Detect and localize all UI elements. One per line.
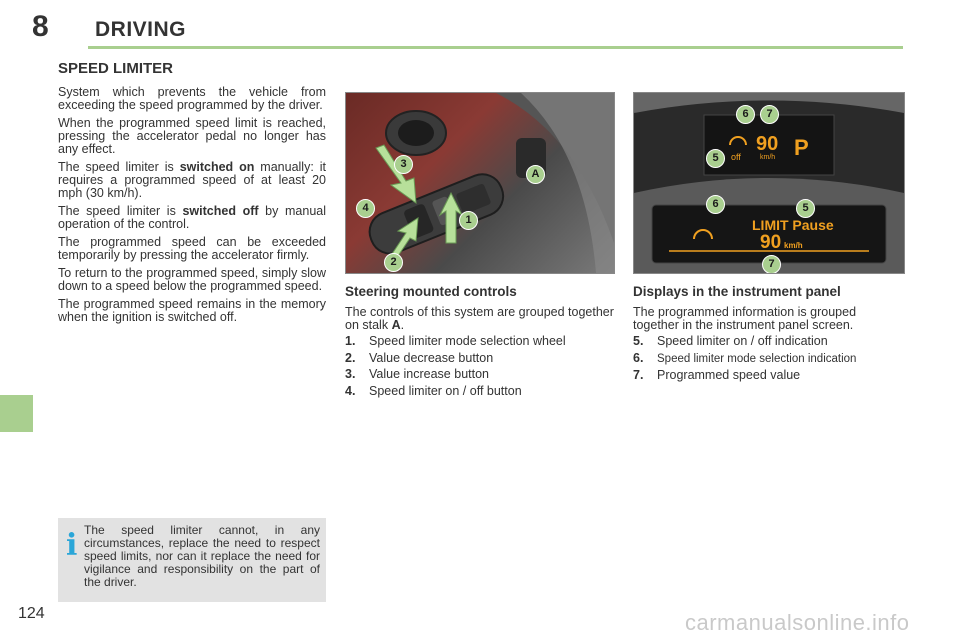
- callout-3: 3: [394, 155, 413, 174]
- item-text: Speed limiter mode selection indication: [657, 352, 857, 365]
- chapter-title: DRIVING: [95, 18, 187, 41]
- intro-p3-bold: switched on: [179, 160, 255, 174]
- chapter-side-tab: [0, 395, 33, 432]
- list-item: 1. Speed limiter mode selection wheel: [345, 333, 620, 350]
- intro-p3-pre: The speed limiter is: [58, 160, 180, 174]
- info-icon: i: [66, 528, 78, 563]
- intro-p1: System which prevents the vehicle from e…: [58, 85, 326, 112]
- steering-desc-post: .: [400, 318, 405, 332]
- item-number: 3.: [345, 367, 356, 381]
- item-number: 6.: [633, 350, 644, 365]
- item-number: 5.: [633, 334, 644, 348]
- callout-6-top: 6: [736, 105, 755, 124]
- watermark: carmanualsonline.info: [685, 610, 910, 635]
- intro-p2: When the programmed speed limit is reach…: [58, 116, 326, 156]
- bottom-display-unit: km/h: [784, 241, 803, 250]
- top-display-off: off: [731, 152, 741, 162]
- intro-p7: The programmed speed remains in the memo…: [58, 297, 326, 324]
- list-item: 3. Value increase button: [345, 366, 620, 383]
- steering-stalk-photo: 3 4 1 2 A: [345, 92, 615, 274]
- chapter-number: 8: [32, 10, 49, 43]
- steering-list: 1. Speed limiter mode selection wheel 2. V…: [345, 333, 620, 399]
- displays-title: Displays in the instrument panel: [633, 284, 841, 299]
- list-item: 7. Programmed speed value: [633, 367, 908, 384]
- page-number: 124: [18, 605, 45, 622]
- item-text: Value increase button: [369, 367, 489, 381]
- steering-desc-pre: The controls of this system are grouped …: [345, 305, 614, 332]
- info-text: The speed limiter cannot, in any circums…: [84, 523, 320, 589]
- section-title: SPEED LIMITER: [58, 60, 174, 77]
- top-display-speed: 90: [756, 133, 779, 155]
- list-item: 2. Value decrease button: [345, 350, 620, 367]
- steering-desc-bold: A: [391, 318, 401, 332]
- header-rule: [88, 46, 903, 49]
- item-number: 7.: [633, 368, 644, 382]
- callout-7-top: 7: [760, 105, 779, 124]
- list-item: 4. Speed limiter on / off button: [345, 383, 620, 400]
- item-text: Programmed speed value: [657, 368, 801, 382]
- intro-p4-post: by manual operation of the control.: [58, 204, 326, 231]
- intro-p3: The speed limiter is switched on manuall…: [58, 161, 326, 200]
- intro-p4-bold: switched off: [182, 204, 259, 218]
- item-text: Value decrease button: [369, 350, 494, 365]
- instrument-panel-photo: 90 km/h off P LIMIT Pause 90 km/h 6 7 5 …: [633, 92, 905, 274]
- item-number: 4.: [345, 383, 356, 398]
- intro-p4-pre: The speed limiter is: [58, 204, 183, 218]
- callout-5-top: 5: [706, 149, 725, 168]
- callout-a: A: [526, 165, 545, 184]
- intro-p6: To return to the programmed speed, simpl…: [58, 266, 326, 293]
- callout-5-bottom: 5: [796, 199, 815, 218]
- item-text: Speed limiter mode selection wheel: [369, 334, 566, 348]
- callout-6-bottom: 6: [706, 195, 725, 214]
- item-number: 1.: [345, 334, 356, 348]
- intro-text: System which prevents the vehicle from e…: [58, 86, 326, 329]
- steering-stalk-illustration: [368, 93, 614, 273]
- bottom-display-speed: 90: [760, 232, 782, 253]
- item-text: Speed limiter on / off indication: [657, 334, 828, 348]
- list-item: 5. Speed limiter on / off indication: [633, 333, 908, 350]
- callout-1: 1: [459, 211, 478, 230]
- bottom-display-status: LIMIT Pause: [752, 217, 834, 233]
- callout-2: 2: [384, 253, 403, 272]
- steering-title: Steering mounted controls: [345, 284, 517, 299]
- item-text: Speed limiter on / off button: [369, 383, 522, 398]
- steering-desc: The controls of this system are grouped …: [345, 306, 617, 332]
- displays-list: 5. Speed limiter on / off indication 6. Sp…: [633, 333, 908, 384]
- list-item: 6. Speed limiter mode selection indicatio…: [633, 350, 908, 368]
- intro-p4: The speed limiter is switched off by man…: [58, 205, 326, 231]
- callout-7-bottom: 7: [762, 255, 781, 273]
- displays-desc: The programmed information is grouped to…: [633, 305, 857, 332]
- callout-4: 4: [356, 199, 375, 218]
- intro-p3-post: manually: it requires a programmed speed…: [58, 160, 326, 200]
- intro-p5: The programmed speed can be exceeded tem…: [58, 235, 326, 262]
- top-display-gear: P: [794, 135, 809, 160]
- item-number: 2.: [345, 350, 356, 365]
- info-box: i The speed limiter cannot, in any circu…: [58, 518, 326, 602]
- top-display-unit: km/h: [760, 154, 776, 161]
